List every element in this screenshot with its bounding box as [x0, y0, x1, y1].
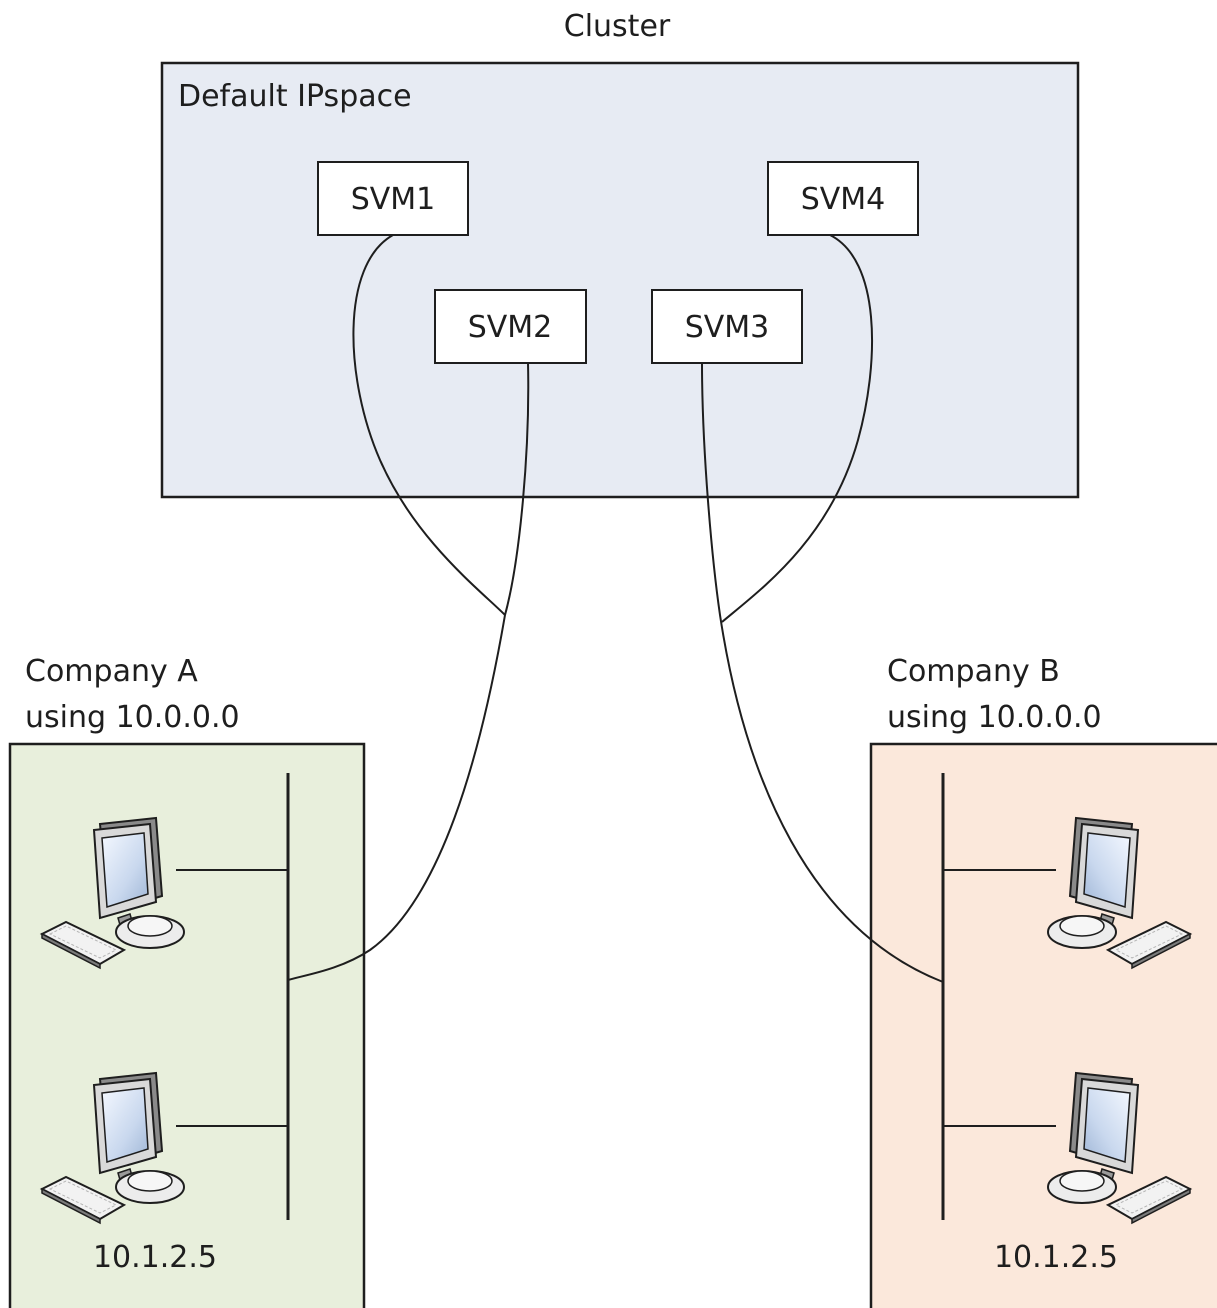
svm-box: SVM4	[767, 161, 919, 236]
company-a-box	[8, 742, 366, 1308]
svm-label: SVM1	[351, 182, 436, 217]
svm-box: SVM1	[317, 161, 469, 236]
cluster-title: Cluster	[564, 9, 671, 44]
company-a-name: Company A	[25, 654, 198, 689]
svm-box: SVM3	[651, 289, 803, 364]
svm1-connection-line	[352, 234, 506, 616]
company-b-subnet: using 10.0.0.0	[887, 700, 1102, 735]
default-ipspace-box	[160, 61, 1080, 499]
svm-label: SVM3	[685, 310, 770, 345]
company-b-ip: 10.1.2.5	[994, 1240, 1118, 1275]
svm-label: SVM2	[468, 310, 553, 345]
svm-label: SVM4	[801, 182, 886, 217]
company-a-subnet: using 10.0.0.0	[25, 700, 240, 735]
svm-box: SVM2	[434, 289, 587, 364]
svm3-connection-line	[701, 362, 944, 983]
company-a-ip: 10.1.2.5	[93, 1240, 217, 1275]
ipspace-label: Default IPspace	[178, 79, 412, 114]
company-b-box	[869, 742, 1217, 1308]
svm4-connection-line	[721, 234, 873, 623]
company-b-name: Company B	[887, 654, 1060, 689]
svm2-connection-line	[287, 362, 530, 981]
